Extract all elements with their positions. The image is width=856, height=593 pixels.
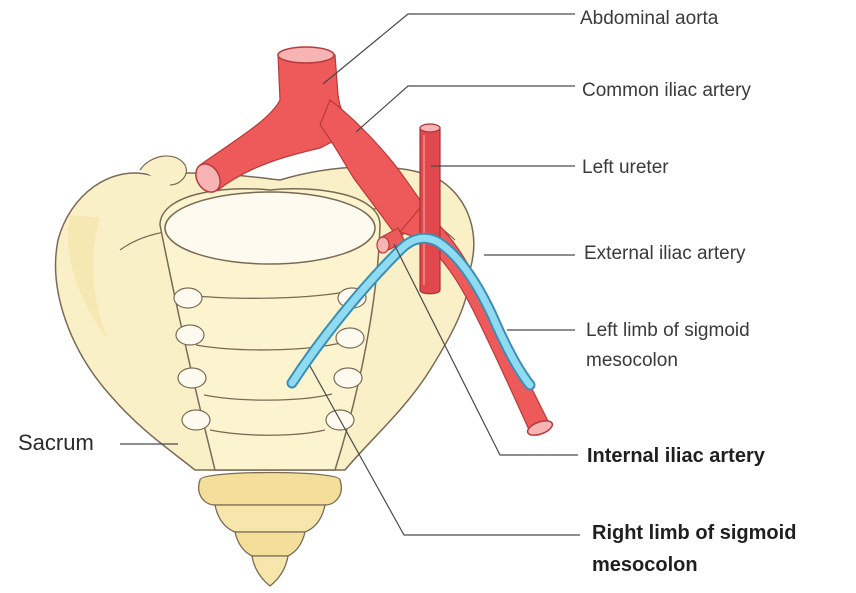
label-internal-iliac-artery: Internal iliac artery [587, 445, 765, 467]
sacrum-bone [160, 189, 380, 470]
aorta-opening [278, 47, 334, 63]
label-sacrum: Sacrum [18, 432, 94, 454]
label-right-limb-line1: Right limb of sigmoid [592, 522, 796, 544]
label-left-limb-line2: mesocolon [586, 350, 678, 372]
label-external-iliac-artery: External iliac artery [584, 243, 746, 265]
label-right-limb-line2: mesocolon [592, 554, 698, 576]
leader-abdominal-aorta [323, 14, 575, 84]
leader-common-iliac-artery [356, 86, 575, 132]
coccyx-bone [199, 473, 342, 587]
label-left-ureter: Left ureter [582, 157, 669, 179]
label-left-limb-line1: Left limb of sigmoid [586, 320, 750, 342]
label-abdominal-aorta: Abdominal aorta [580, 8, 718, 30]
internal-iliac-opening [377, 237, 389, 253]
label-common-iliac-artery: Common iliac artery [582, 80, 751, 102]
left-ureter [420, 124, 440, 294]
